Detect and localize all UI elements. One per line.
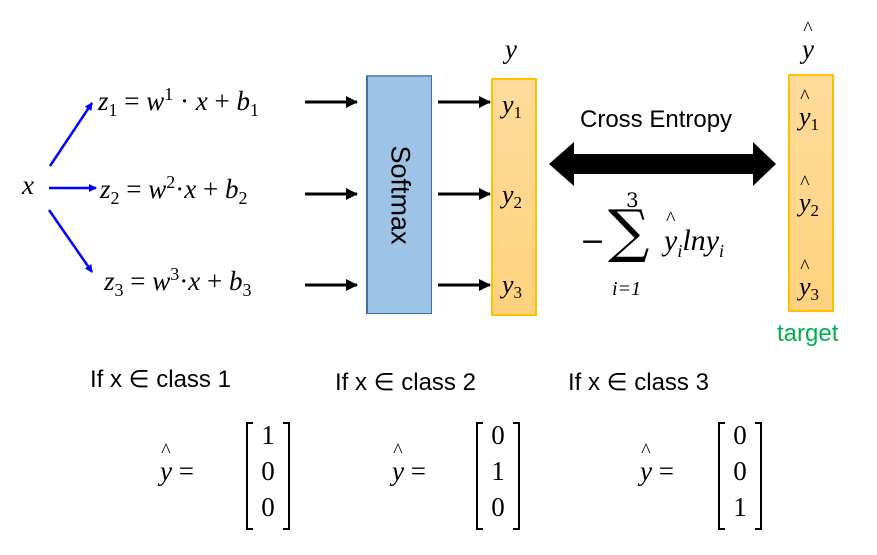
right-bracket: [755, 422, 762, 530]
output-cell-y2: y2: [502, 180, 523, 212]
softmax-label: Softmax: [385, 145, 415, 245]
right-bracket: [513, 422, 520, 530]
case-1-lhs: y =: [160, 456, 194, 487]
vector-entry: 1: [491, 456, 505, 486]
vector-entry: 0: [261, 456, 275, 486]
formula-minus: −: [580, 224, 606, 259]
equation-z1: z1 = w1 · x + b1: [98, 84, 259, 120]
vector-entry: 1: [261, 420, 275, 450]
vector-entry: 0: [491, 492, 505, 522]
vector-entry: 0: [733, 456, 747, 486]
case-2-vector: 0 1 0: [476, 420, 520, 530]
target-label: target: [777, 320, 839, 347]
cross-entropy-formula: − 3 ∑ i=1 yilnyi: [578, 188, 778, 308]
formula-sum-upper: 3: [626, 188, 639, 212]
left-bracket: [246, 422, 253, 530]
target-cell-y1: y1: [799, 102, 819, 135]
output-cell-y3: y3: [502, 270, 523, 302]
arrow-x-to-z1: [48, 102, 94, 167]
output-vector: y1 y2 y3: [491, 78, 537, 316]
target-cell-y2: y2: [799, 188, 819, 221]
softmax-box: Softmax: [366, 75, 432, 314]
vector-entry: 1: [733, 492, 747, 522]
case-1-condition: If x ∈ class 1: [90, 366, 231, 393]
output-cell-y1: y1: [502, 90, 523, 122]
vector-entry: 0: [491, 420, 505, 450]
right-bracket: [283, 422, 290, 530]
left-bracket: [476, 422, 483, 530]
arrow-x-to-z3: [47, 209, 94, 273]
input-x-label: x: [22, 170, 34, 200]
case-3-lhs: y =: [640, 456, 674, 487]
case-2-lhs: y =: [392, 456, 426, 487]
case-3-condition: If x ∈ class 3: [568, 369, 709, 396]
case-1-vector: 1 0 0: [246, 420, 290, 530]
vector-entry: 0: [261, 492, 275, 522]
left-bracket: [718, 422, 725, 530]
case-2-condition: If x ∈ class 2: [335, 369, 476, 396]
formula-sum-lower: i=1: [612, 278, 642, 300]
target-vector-header: y: [802, 34, 814, 65]
cross-entropy-title: Cross Entropy: [580, 106, 733, 133]
case-3-vector: 0 0 1: [718, 420, 762, 530]
target-cell-y3: y3: [799, 272, 819, 305]
target-vector: y1 y2 y3: [788, 74, 834, 312]
sum-icon: ∑: [608, 197, 650, 265]
cross-entropy-double-arrow: [549, 142, 776, 186]
vector-entry: 0: [733, 420, 747, 450]
output-vector-header: y: [505, 34, 517, 64]
equation-z2: z2 = w2·x + b2: [100, 172, 248, 208]
formula-term: yilnyi: [664, 224, 724, 262]
equation-z3: z3 = w3·x + b3: [104, 264, 252, 300]
